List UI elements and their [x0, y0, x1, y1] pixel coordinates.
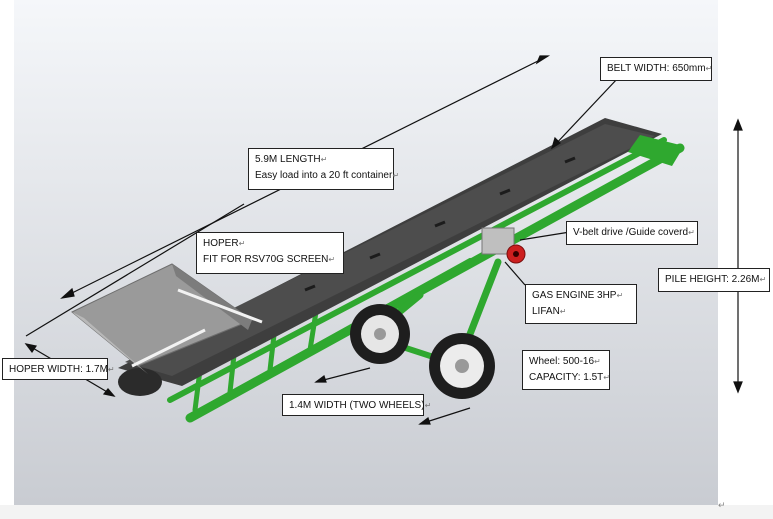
paragraph-mark: ↵ — [238, 239, 246, 248]
end-paragraph-mark: ↵ — [718, 500, 726, 510]
hopper-label: HOPER — [203, 238, 239, 249]
engine-brand: LIFAN — [532, 306, 560, 317]
head-guard — [628, 135, 684, 166]
vbelt-label: V-belt drive /Guide coverd — [573, 227, 689, 238]
pile-height-label: PILE HEIGHT: 2.26M — [665, 274, 760, 285]
length-callout: 5.9M LENGTH↵ Easy load into a 20 ft cont… — [248, 148, 399, 190]
paragraph-mark: ↵ — [424, 401, 432, 410]
belt-width-label: BELT WIDTH: 650mm — [607, 63, 706, 74]
length-label: 5.9M LENGTH — [255, 154, 321, 165]
engine-callout: GAS ENGINE 3HP↵ LIFAN↵ — [525, 284, 637, 324]
capacity-label: CAPACITY: 1.5T — [529, 372, 604, 383]
wheel-right — [429, 333, 495, 399]
paragraph-mark: ↵ — [603, 373, 610, 382]
page-bottom-bar — [0, 505, 773, 519]
length-note: Easy load into a 20 ft container — [255, 170, 393, 181]
belt-top-surface — [125, 124, 655, 376]
paragraph-mark: ↵ — [559, 307, 567, 316]
paragraph-mark: ↵ — [616, 291, 624, 300]
paragraph-mark: ↵ — [688, 228, 695, 237]
hopper-note: FIT FOR RSV70G SCREEN — [203, 254, 329, 265]
paragraph-mark: ↵ — [107, 365, 115, 374]
vbelt-callout: V-belt drive /Guide coverd↵ — [566, 221, 698, 245]
wheel-label: Wheel: 500-16 — [529, 356, 595, 367]
hopper — [71, 263, 263, 374]
paragraph-mark: ↵ — [594, 357, 601, 366]
hopper-width-label: HOPER WIDTH: 1.7M — [9, 364, 108, 375]
paragraph-mark: ↵ — [328, 255, 336, 264]
engine-label: GAS ENGINE 3HP — [532, 290, 617, 301]
paragraph-mark: ↵ — [759, 275, 767, 284]
hopper-callout: HOPER↵ FIT FOR RSV70G SCREEN↵ — [196, 232, 344, 274]
belt-width-callout: BELT WIDTH: 650mm↵ — [600, 57, 712, 81]
hopper-width-callout: HOPER WIDTH: 1.7M↵ — [2, 358, 115, 380]
wheel-left — [350, 304, 410, 364]
paragraph-mark: ↵ — [705, 64, 713, 73]
width-callout: 1.4M WIDTH (TWO WHEELS)↵ — [282, 394, 431, 416]
wheel-callout: Wheel: 500-16↵ CAPACITY: 1.5T↵ — [522, 350, 610, 390]
paragraph-mark: ↵ — [392, 171, 400, 180]
paragraph-mark: ↵ — [320, 155, 328, 164]
tail-drum — [118, 368, 162, 396]
pile-height-callout: PILE HEIGHT: 2.26M↵ — [658, 268, 770, 292]
gas-engine — [481, 227, 526, 264]
width-label: 1.4M WIDTH (TWO WHEELS) — [289, 400, 425, 411]
